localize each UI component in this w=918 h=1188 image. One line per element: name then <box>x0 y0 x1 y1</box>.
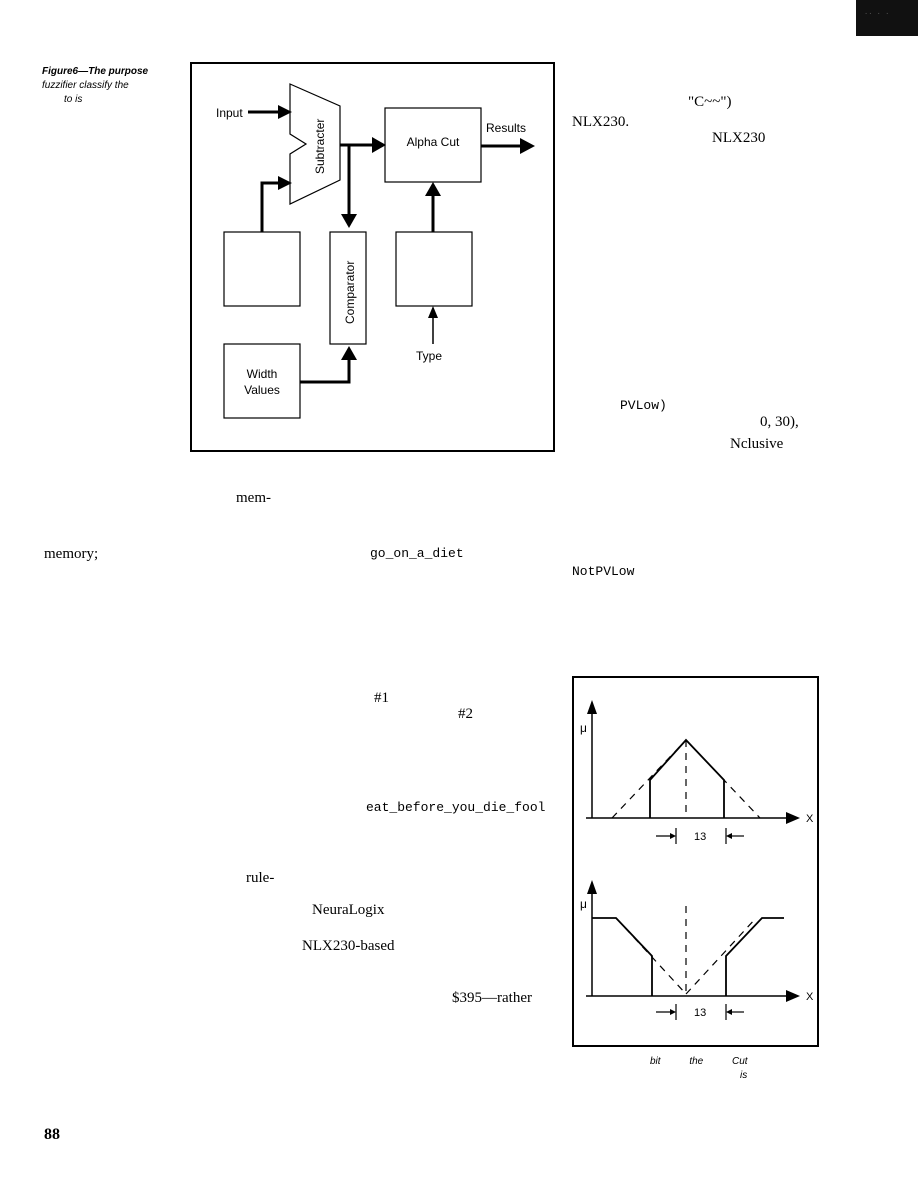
storage-to-sub-line <box>260 181 282 232</box>
text-c-quote: "C~~") <box>688 94 732 110</box>
text-memory: memory; <box>44 546 99 562</box>
figure7-caption-line1: bit the Cut <box>650 1056 748 1067</box>
values-label: Values <box>244 383 280 397</box>
figure7-frame <box>572 676 819 1047</box>
alpha-cut-label: Alpha Cut <box>407 135 460 149</box>
top-plot-x-label: X <box>806 813 814 825</box>
bottom-plot-x-arrowhead <box>786 990 800 1002</box>
subtracter-block <box>289 83 341 205</box>
type-box <box>395 231 473 307</box>
figure6-caption-line1: Figure6—The purpose <box>42 66 149 77</box>
top-width-right-arrowhead <box>726 833 732 839</box>
text-nlx230-a: NLX230. <box>572 114 630 130</box>
top-width-label: 13 <box>694 831 706 843</box>
bottom-inverse-right-dashed <box>685 917 757 995</box>
figure7-membership-plots: μ X 13 μ X 13 <box>572 676 819 1047</box>
text-neuralogix: NeuraLogix <box>312 902 385 918</box>
figure6-caption-line3: to is <box>64 94 83 105</box>
top-plot-y-arrowhead <box>587 700 597 714</box>
top-triangle-left-dashed <box>611 739 687 819</box>
type-input-arrowhead <box>428 306 438 318</box>
top-plot-mu-label: μ <box>580 721 587 735</box>
type-to-alpha-arrowhead <box>425 182 441 196</box>
bottom-plot-x-label: X <box>806 991 814 1003</box>
bottom-alpha-cut-left <box>592 917 653 996</box>
bottom-plot-mu-label: μ <box>580 897 587 911</box>
comparator-box <box>329 231 367 345</box>
results-arrowhead <box>520 138 535 154</box>
storage-to-sub-arrowhead <box>278 176 292 190</box>
figure7-caption-line2: is <box>740 1070 748 1081</box>
text-diet: go_on_a_diet <box>370 546 464 561</box>
text-eat: eat_before_you_die_fool <box>366 800 546 815</box>
text-rule-hyph: rule- <box>246 870 275 886</box>
bottom-width-label: 13 <box>694 1007 706 1019</box>
text-price: $395—rather <box>452 990 532 1006</box>
sub-to-comparator-arrowhead <box>341 214 357 228</box>
bottom-width-left-arrowhead <box>670 1009 676 1015</box>
figure6-frame <box>190 62 555 452</box>
top-width-left-arrowhead <box>670 833 676 839</box>
width-to-comparator-line <box>300 356 351 384</box>
input-label: Input <box>216 106 243 120</box>
type-label: Type <box>416 349 442 363</box>
subtracter-label: Subtracter <box>313 119 327 174</box>
text-inclusive: Nclusive <box>730 436 784 452</box>
top-alpha-cut-shape <box>649 738 725 818</box>
text-mem: mem- <box>236 490 271 506</box>
results-label: Results <box>486 121 526 135</box>
comparator-label: Comparator <box>343 261 357 324</box>
width-values-box <box>223 343 301 419</box>
text-nlx230-b: NLX230 <box>712 130 766 146</box>
input-arrowhead <box>278 105 292 119</box>
text-pvlow: PVLow) <box>620 398 667 413</box>
text-rule2: #2 <box>458 706 473 722</box>
figure6-block-diagram: Subtracter Input Alpha Cut Results Compa… <box>190 62 555 452</box>
width-to-comparator-arrowhead <box>341 346 357 360</box>
figure6-caption-line2: fuzzifier classify the <box>42 80 129 91</box>
sub-to-alpha-arrowhead <box>372 137 386 153</box>
top-plot-x-arrowhead <box>786 812 800 824</box>
text-range: 0, 30), <box>760 414 799 430</box>
text-nlx-based: NLX230-based <box>302 938 395 954</box>
width-label: Width <box>247 367 278 381</box>
bottom-width-right-arrowhead <box>726 1009 732 1015</box>
text-notpvlow: NotPVLow <box>572 564 635 579</box>
page-corner-tab: ·· · · <box>856 0 918 36</box>
bottom-alpha-cut-right <box>725 917 784 996</box>
page-number: 88 <box>44 1126 60 1143</box>
left-storage-box <box>223 231 301 307</box>
text-rule1: #1 <box>374 690 389 706</box>
bottom-plot-y-arrowhead <box>587 880 597 894</box>
